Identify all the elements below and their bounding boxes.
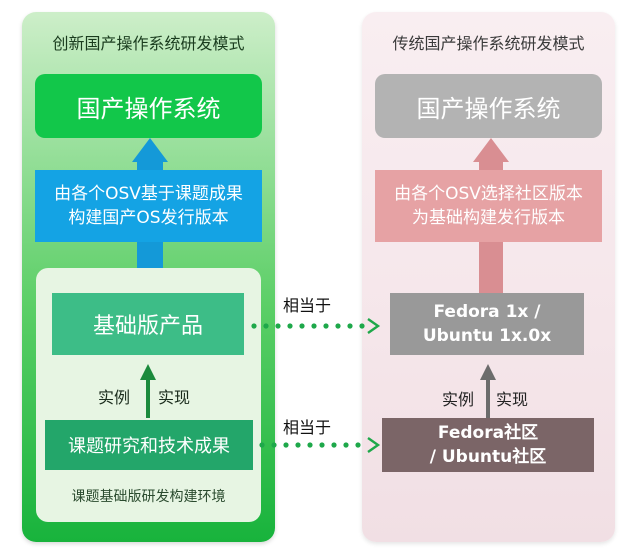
left-osv-build-box: 由各个OSV基于课题成果 构建国产OS发行版本 (35, 170, 262, 242)
left-base-product-box: 基础版产品 (52, 293, 244, 355)
left-lower-arrow-shaft (146, 378, 150, 418)
upper-equivalence-arrow (251, 318, 381, 334)
lower-equivalence-arrow (259, 437, 381, 453)
lower-equivalent-label: 相当于 (283, 418, 332, 437)
environment-label: 课题基础版研发构建环境 (71, 489, 226, 505)
right-osv-build-box: 由各个OSV选择社区版本 为基础构建发行版本 (375, 170, 602, 242)
left-upper-arrow-head (132, 138, 168, 162)
left-implement-label: 实现 (158, 388, 191, 407)
right-domestic-os-box: 国产操作系统 (375, 74, 602, 138)
right-implement-label: 实现 (496, 390, 529, 409)
traditional-mode-title: 传统国产操作系统研发模式 (392, 34, 585, 53)
research-results-box: 课题研究和技术成果 (45, 420, 253, 470)
right-lower-arrow-shaft (486, 378, 490, 418)
upper-equivalent-label: 相当于 (283, 296, 332, 315)
innovative-mode-title: 创新国产操作系统研发模式 (52, 34, 245, 53)
right-instance-label: 实例 (442, 390, 475, 409)
community-box: Fedora社区 / Ubuntu社区 (382, 418, 594, 472)
right-upper-arrow-head (473, 138, 509, 162)
left-instance-label: 实例 (98, 388, 131, 407)
left-domestic-os-box: 国产操作系统 (35, 74, 262, 138)
left-lower-arrow-head (140, 364, 156, 380)
right-base-version-box: Fedora 1x / Ubuntu 1x.0x (390, 293, 584, 355)
right-lower-arrow-head (480, 364, 496, 380)
